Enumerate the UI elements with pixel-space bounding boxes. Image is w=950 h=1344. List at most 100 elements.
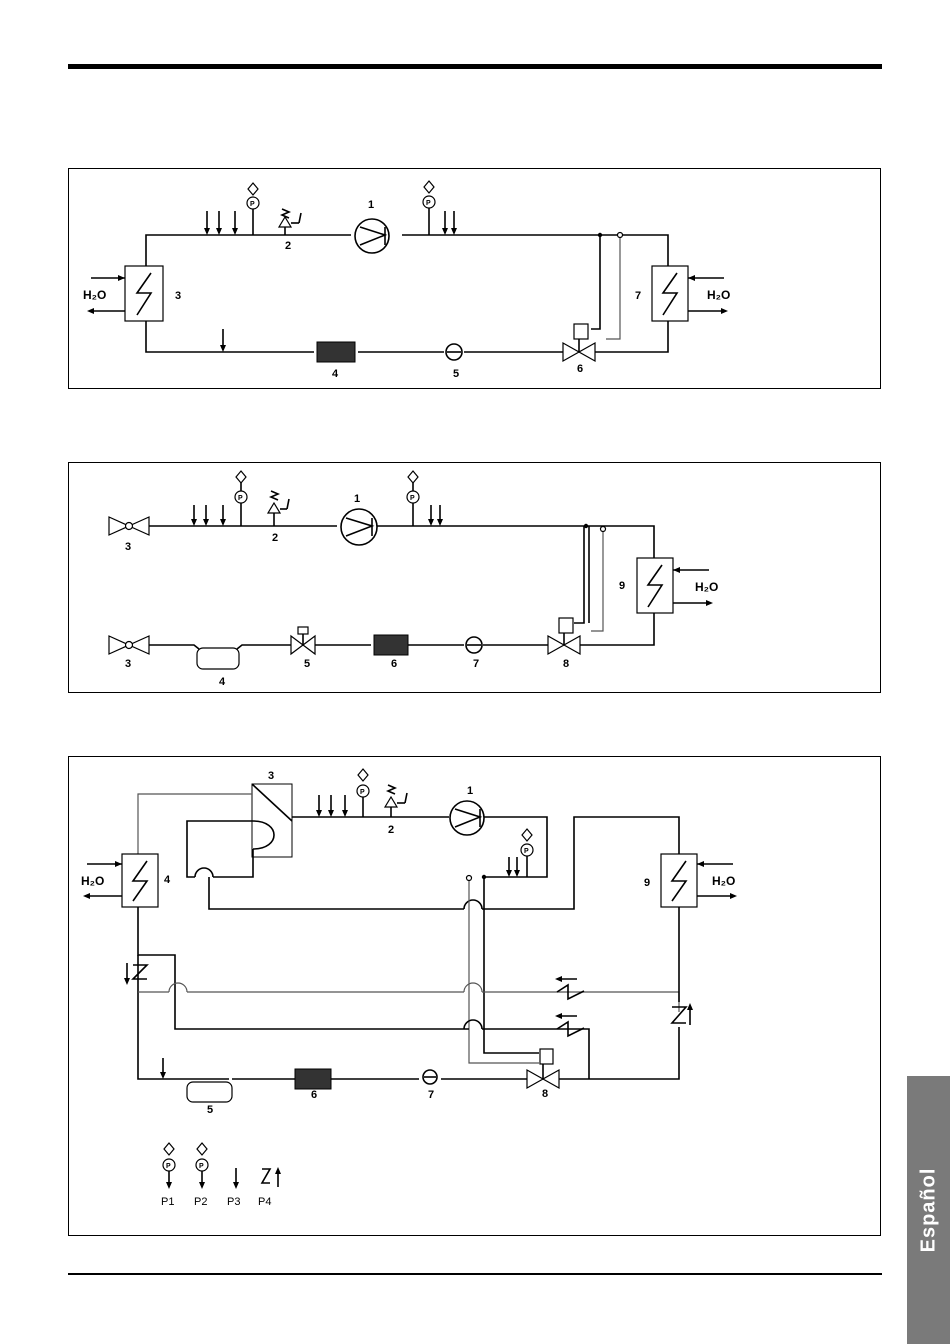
- label-5: 5: [453, 368, 459, 380]
- sight-glass-7: [466, 637, 482, 653]
- test-point-arrows-discharge: [442, 211, 457, 235]
- label-3: 3: [175, 290, 181, 302]
- header-rule: [68, 64, 882, 69]
- sight-glass-5: [446, 344, 462, 360]
- diagram-3-svg: 3 4 H₂O 9 H₂O: [69, 757, 882, 1237]
- pressure-gauge-low: P: [235, 471, 247, 526]
- expansion-valve-8: [527, 1049, 559, 1088]
- liquid-line-end: [591, 321, 668, 352]
- label-1: 1: [368, 199, 374, 211]
- compressor-1: [355, 219, 389, 253]
- liquid-line-f: [579, 613, 654, 645]
- label-6: 6: [311, 1089, 317, 1101]
- label-4: 4: [219, 676, 226, 688]
- safety-valve-2: [279, 209, 301, 235]
- svg-text:P: P: [166, 1163, 171, 1170]
- control-line-1: [591, 235, 600, 329]
- svg-text:P: P: [360, 789, 365, 796]
- heat-exchanger-7: [652, 266, 688, 321]
- heat-exchanger-3: [252, 784, 292, 857]
- pressure-gauge-low: P: [247, 183, 259, 235]
- heat-exchanger-9: [661, 854, 697, 907]
- heat-exchanger-3: [125, 266, 163, 321]
- diagram-2-svg: 3 3 4 P P 2: [69, 463, 882, 694]
- label-3-bottom: 3: [125, 658, 131, 670]
- pressure-gauge-low: P: [357, 769, 369, 817]
- svg-text:P: P: [426, 200, 431, 207]
- label-8: 8: [542, 1088, 548, 1100]
- h2o-right-label: H₂O: [695, 580, 718, 594]
- service-valve-3-bottom: [109, 636, 149, 654]
- receiver-4: [197, 648, 239, 669]
- label-9: 9: [619, 580, 625, 592]
- pressure-gauge-high: P: [423, 181, 435, 235]
- label-5: 5: [304, 658, 310, 670]
- pressure-gauge-high: P: [407, 471, 419, 526]
- footer-rule: [68, 1273, 882, 1275]
- h2o-right-label: H₂O: [707, 288, 730, 302]
- label-8: 8: [563, 658, 569, 670]
- legend-p4-label: P4: [258, 1196, 271, 1208]
- label-1: 1: [354, 493, 360, 505]
- svg-text:P: P: [410, 495, 415, 502]
- service-valve-3-top: [109, 517, 149, 535]
- expansion-valve-6: [563, 324, 595, 361]
- label-3: 3: [268, 770, 274, 782]
- check-valve-left: [124, 963, 147, 985]
- legend-arrow-p3: [233, 1168, 239, 1189]
- control-line-2: [591, 526, 603, 631]
- test-point-arrows-suction: [204, 211, 238, 235]
- heat-exchanger-9: [637, 558, 673, 613]
- test-point-arrow-liquid: [220, 329, 226, 352]
- label-6: 6: [391, 658, 397, 670]
- svg-text:P: P: [199, 1163, 204, 1170]
- test-point-arrows-suction: [316, 795, 348, 817]
- svg-text:P: P: [524, 848, 529, 855]
- filter-drier-6: [374, 635, 408, 655]
- svg-text:P: P: [250, 201, 255, 208]
- refrigeration-diagram-3: 3 4 H₂O 9 H₂O: [68, 756, 881, 1236]
- pressure-gauge-high: P: [521, 829, 533, 877]
- h2o-right-label: H₂O: [712, 874, 735, 888]
- compressor-1: [341, 509, 377, 545]
- liquid-line-left: [146, 321, 314, 352]
- label-4: 4: [164, 874, 171, 886]
- safety-valve-2: [385, 785, 407, 817]
- label-1: 1: [467, 785, 473, 797]
- discharge-line: [402, 235, 668, 266]
- label-3-top: 3: [125, 541, 131, 553]
- liquid-line-b: [237, 645, 291, 649]
- label-4: 4: [332, 368, 339, 380]
- refrigeration-diagram-1: H₂O 3 H₂O 7 1 P P 2: [68, 168, 881, 389]
- label-7: 7: [473, 658, 479, 670]
- diagram-1-svg: H₂O 3 H₂O 7 1 P P 2: [69, 169, 882, 390]
- filter-drier-6: [295, 1069, 331, 1089]
- legend-gauge-p1: P: [163, 1143, 175, 1189]
- language-tab: Español: [907, 1076, 950, 1344]
- h2o-left-label: H₂O: [83, 288, 106, 302]
- legend: P P P1 P2 P3 P4: [161, 1143, 281, 1208]
- svg-text:P: P: [238, 495, 243, 502]
- control-line-2: [606, 235, 620, 339]
- legend-gauge-p2: P: [196, 1143, 208, 1189]
- check-valve-mid-2: [555, 1013, 584, 1036]
- language-tab-label: Español: [917, 1168, 940, 1253]
- label-2: 2: [388, 824, 394, 836]
- test-point-arrows-discharge: [428, 505, 443, 526]
- label-6: 6: [577, 363, 583, 375]
- label-2: 2: [285, 240, 291, 252]
- h2o-left-label: H₂O: [81, 874, 104, 888]
- label-5: 5: [207, 1104, 213, 1116]
- legend-p2-label: P2: [194, 1196, 207, 1208]
- check-valve-right: [672, 1003, 693, 1025]
- heat-exchanger-4: [122, 854, 158, 907]
- discharge-line: [361, 526, 654, 558]
- control-line-1: [574, 526, 584, 623]
- label-7: 7: [635, 290, 641, 302]
- solenoid-valve-5: [291, 627, 315, 654]
- check-valve-mid-1: [555, 976, 584, 999]
- filter-drier-4: [317, 342, 355, 362]
- liquid-line-a: [149, 645, 199, 649]
- sight-glass-7: [423, 1070, 437, 1084]
- compressor-1: [450, 801, 484, 835]
